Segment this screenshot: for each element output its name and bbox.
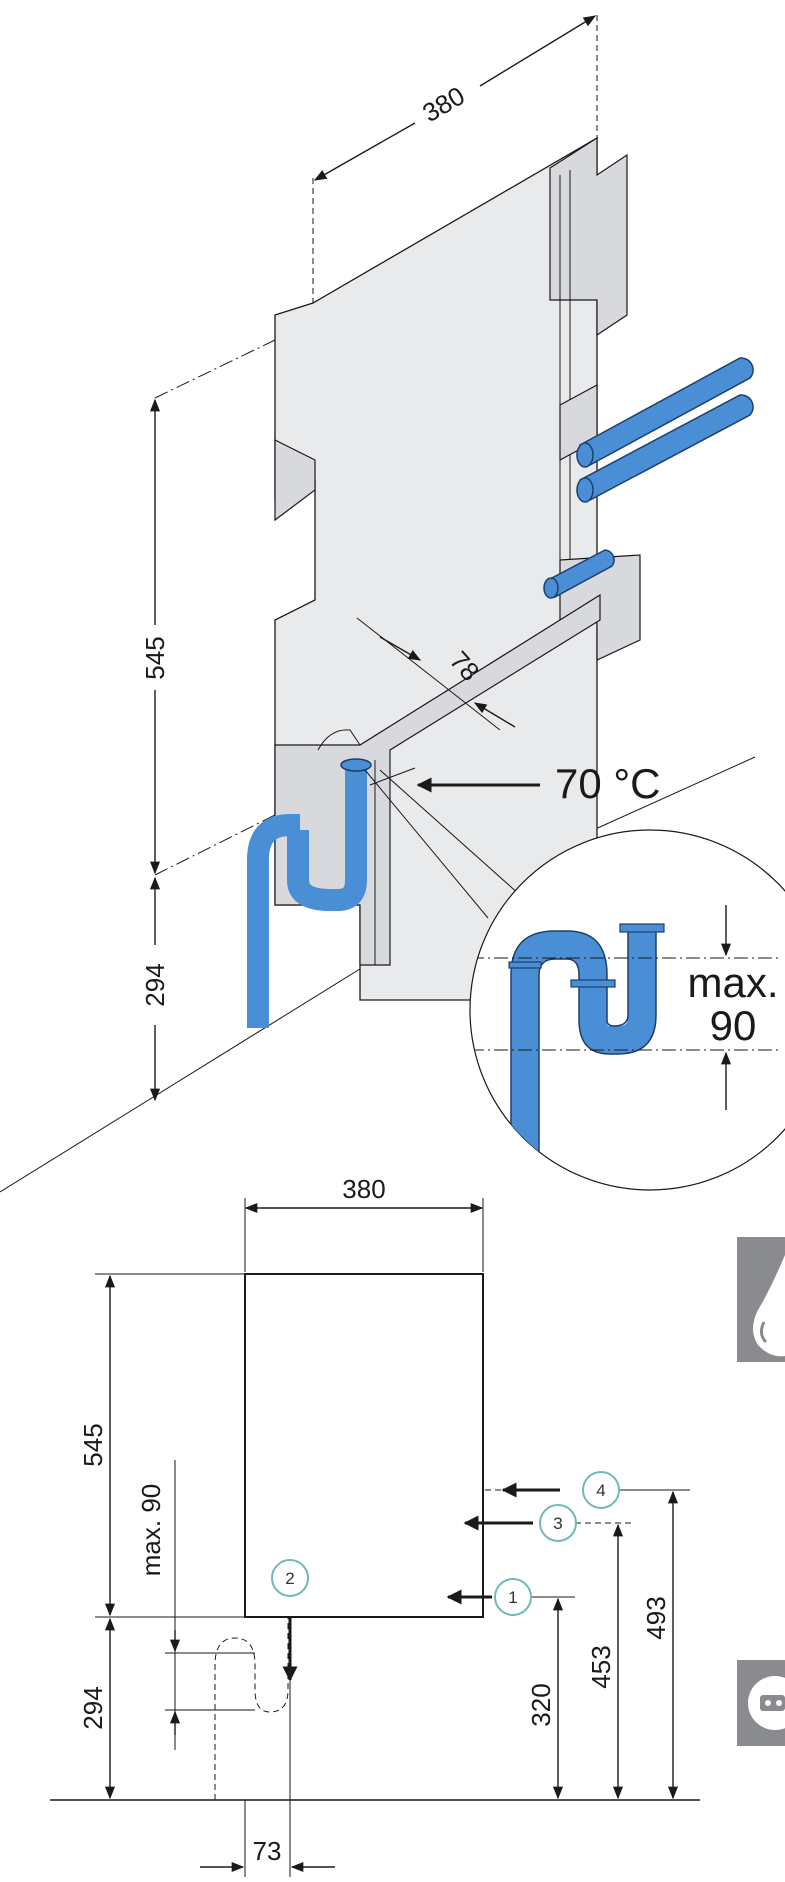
iso-width-label: 380 <box>417 80 470 128</box>
detail-siphon-pipe <box>511 930 656 1190</box>
isometric-view: 380 545 294 78 70 °C <box>0 15 785 1193</box>
detail-siphon-collar <box>619 923 665 933</box>
iso-floor-label: 294 <box>140 963 170 1006</box>
conn-bubble-3: 3 <box>539 1504 577 1542</box>
svg-text:2: 2 <box>285 1569 294 1588</box>
iso-siphon-u <box>287 768 367 911</box>
iso-height-label: 545 <box>140 636 170 679</box>
pipe-lower-end <box>543 577 559 599</box>
conn-bubble-2: 2 <box>271 1559 309 1597</box>
temp-label: 70 °C <box>555 760 661 807</box>
svg-text:1: 1 <box>508 1588 517 1607</box>
pipe-middle-end <box>576 477 594 503</box>
depth-arrow-a <box>379 636 422 661</box>
temp-leader <box>369 767 416 786</box>
svg-text:3: 3 <box>553 1514 562 1533</box>
detail-siphon-joint <box>508 961 542 969</box>
iso-siphon-top <box>340 758 372 772</box>
detail-siphon-outline-b <box>538 930 657 1190</box>
h453-label: 453 <box>586 1645 616 1688</box>
front-siphon-dashed <box>214 1617 289 1800</box>
dim-line-380-b <box>479 15 597 87</box>
front-trap-label: max. 90 <box>136 1484 166 1577</box>
connection-pipes <box>543 357 754 599</box>
socket-icon <box>737 1660 785 1746</box>
conn-bubble-4: 4 <box>582 1471 620 1509</box>
front-offset-label: 73 <box>253 1836 282 1866</box>
front-height-label: 545 <box>78 1423 108 1466</box>
iso-siphon <box>247 758 416 1028</box>
detail-lead-a <box>364 769 489 919</box>
h493-label: 493 <box>641 1596 671 1639</box>
dim-line-380-a <box>313 122 416 181</box>
water-drop-icon <box>737 1237 785 1362</box>
detail-siphon-nut <box>570 979 616 988</box>
detail-max-value: 90 <box>710 1002 757 1049</box>
ref-line-mid <box>154 814 276 876</box>
iso-siphon-drop <box>247 814 300 1028</box>
conn-bubble-1: 1 <box>494 1578 532 1616</box>
pipe-lower <box>547 549 615 599</box>
detail-siphon-outline-a <box>510 930 629 1190</box>
detail-lead-b <box>379 769 521 896</box>
h320-label: 320 <box>526 1683 556 1726</box>
pipe-upper <box>579 357 754 467</box>
pipe-upper-end <box>576 442 594 468</box>
ref-line-top <box>154 339 276 399</box>
panel-notch <box>274 439 316 522</box>
panel-profile <box>549 136 628 337</box>
front-width-label: 380 <box>342 1174 385 1204</box>
depth-arrow-b <box>473 702 516 728</box>
siphon-detail: max. 90 <box>469 829 785 1191</box>
pipe-middle <box>579 394 754 502</box>
front-floor-label: 294 <box>78 1686 108 1729</box>
front-view: 380 545 294 max. 90 73 <box>50 1174 700 1877</box>
detail-max-label: max. <box>687 959 778 1006</box>
svg-text:4: 4 <box>596 1481 605 1500</box>
bracket-cutout <box>317 729 361 751</box>
